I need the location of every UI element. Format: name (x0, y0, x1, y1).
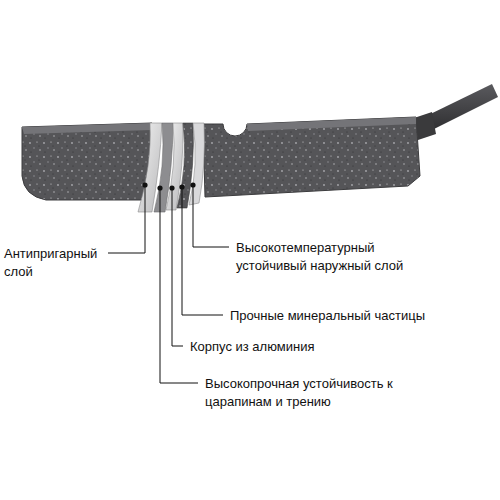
label-holder: Высокопрочная устойчивость к царапинам и… (205, 374, 423, 410)
pan-rim-left (22, 123, 152, 134)
pan-wall-left (22, 123, 152, 200)
label-holder: Высокотемпературный устойчивый наружный … (236, 238, 436, 274)
leader-dot (179, 184, 184, 189)
pan-wall-right (203, 117, 420, 197)
callout-label: Корпус из алюминия (190, 339, 314, 354)
leader-dot (142, 182, 147, 187)
callout-label: Высокопрочная устойчивость к царапинам и… (205, 376, 393, 409)
leader-dots (142, 182, 195, 190)
label-holder: Прочные минеральный частицы (230, 306, 492, 324)
label-holder: Корпус из алюминия (190, 337, 410, 355)
leader-dot (169, 185, 174, 190)
leader-line (193, 185, 229, 247)
leader-line (182, 187, 223, 315)
leader-line (108, 185, 145, 253)
layer-sheet (189, 123, 204, 205)
leader-dot (190, 182, 195, 187)
label-holder: Антипригарный слой (4, 244, 104, 280)
callout-label: Антипригарный слой (4, 246, 97, 279)
leader-line (172, 188, 183, 346)
leader-dot (157, 185, 162, 190)
pan-rim-right (247, 117, 416, 131)
callout-label: Высокотемпературный устойчивый наружный … (236, 240, 403, 273)
callout-label: Прочные минеральный частицы (230, 308, 425, 323)
